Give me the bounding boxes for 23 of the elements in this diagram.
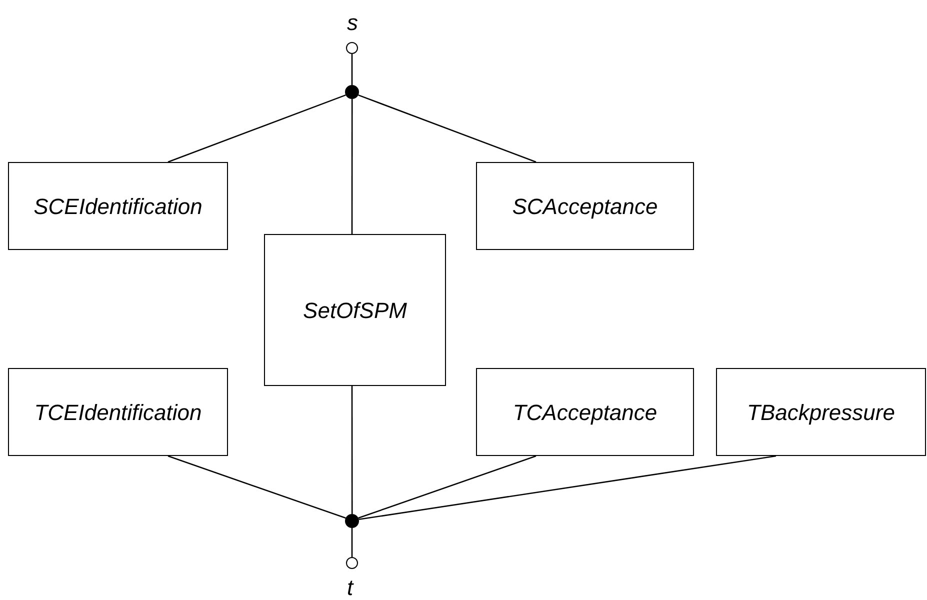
connector-line	[351, 99, 353, 234]
component-box	[476, 368, 694, 456]
connector-line	[358, 94, 536, 163]
box-label: TCAcceptance	[512, 398, 658, 427]
component-box	[8, 162, 228, 250]
component-box	[8, 368, 228, 456]
connector-line	[168, 455, 346, 519]
box-label: SetOfSPM	[303, 296, 407, 324]
terminal-label: s	[347, 12, 358, 34]
connector-line	[351, 386, 353, 514]
box-label: SCAcceptance	[512, 192, 658, 221]
box-label: SCEIdentification	[34, 192, 202, 220]
connector-line	[351, 54, 353, 85]
connector-line	[358, 455, 536, 519]
component-box	[264, 234, 446, 386]
box-label: TBackpressure	[747, 398, 895, 427]
component-box	[476, 162, 694, 250]
component-box	[716, 368, 926, 456]
box-label: TCEIdentification	[34, 398, 202, 426]
connector-line	[358, 455, 776, 520]
connector-line	[168, 94, 346, 163]
terminal-label: t	[347, 577, 354, 599]
connector-line	[351, 528, 353, 557]
